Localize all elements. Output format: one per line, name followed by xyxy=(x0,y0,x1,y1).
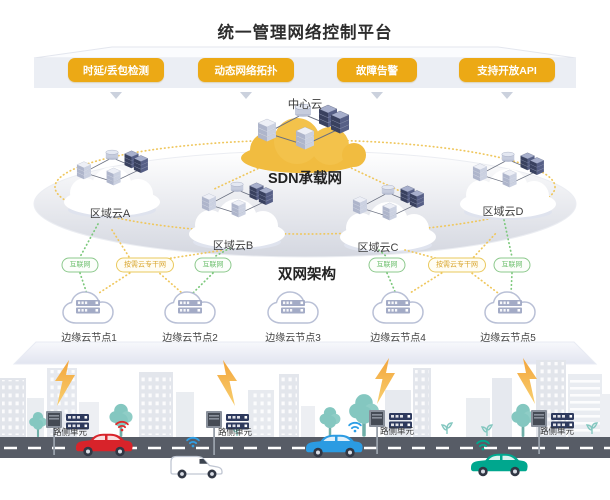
link-pill-internet: 互联网 xyxy=(194,257,232,273)
internet-links-dotted xyxy=(79,219,513,295)
feature-button-latency[interactable]: 时延/丢包检测 xyxy=(68,58,164,82)
regional-cloud-a-label: 区域云A xyxy=(89,208,131,220)
central-cloud xyxy=(241,104,366,173)
wifi-icon xyxy=(348,421,362,434)
regional-cloud-d-label: 区域云D xyxy=(482,206,524,218)
control-platform-slab xyxy=(33,46,577,88)
roadside-unit-label: 路侧单元 xyxy=(539,426,575,436)
edge-node-4-label: 边缘云节点4 xyxy=(370,333,426,344)
regional-cloud-c-label: 区域云C xyxy=(357,242,399,254)
edge-cloud-icons xyxy=(62,291,536,324)
edge-node-3-label: 边缘云节点3 xyxy=(265,333,321,344)
feature-button-topology[interactable]: 动态网络拓扑 xyxy=(198,58,294,82)
regional-cloud-b-label: 区域云B xyxy=(212,240,254,252)
city-skyline xyxy=(0,360,610,437)
page-title: 统一管理网络控制平台 xyxy=(217,24,393,42)
feature-button-open-api[interactable]: 支持开放API xyxy=(459,58,555,82)
roadside-unit-label: 路侧单元 xyxy=(217,427,253,437)
backbone-links-dotted xyxy=(98,229,499,294)
edge-platform-slab xyxy=(12,341,598,365)
link-pill-internet: 互联网 xyxy=(61,257,99,273)
edge-node-1-label: 边缘云节点1 xyxy=(61,333,117,344)
link-pill-internet: 互联网 xyxy=(493,257,531,273)
link-pill-backbone: 按需云专干网 xyxy=(116,257,174,273)
roadside-unit-label: 路侧单元 xyxy=(379,426,415,436)
dual-network-label: 双网架构 xyxy=(278,267,336,283)
edge-node-2-label: 边缘云节点2 xyxy=(162,333,218,344)
link-pill-backbone: 按需云专干网 xyxy=(428,257,486,273)
white-van xyxy=(170,455,223,480)
feature-button-fault-alarm[interactable]: 故障告警 xyxy=(337,58,417,82)
sdn-network-label: SDN承载网 xyxy=(267,171,343,187)
link-pill-internet: 互联网 xyxy=(368,257,406,273)
central-cloud-label: 中心云 xyxy=(287,99,323,111)
roadside-unit-label: 路侧单元 xyxy=(52,427,88,437)
edge-node-5-label: 边缘云节点5 xyxy=(480,333,536,344)
